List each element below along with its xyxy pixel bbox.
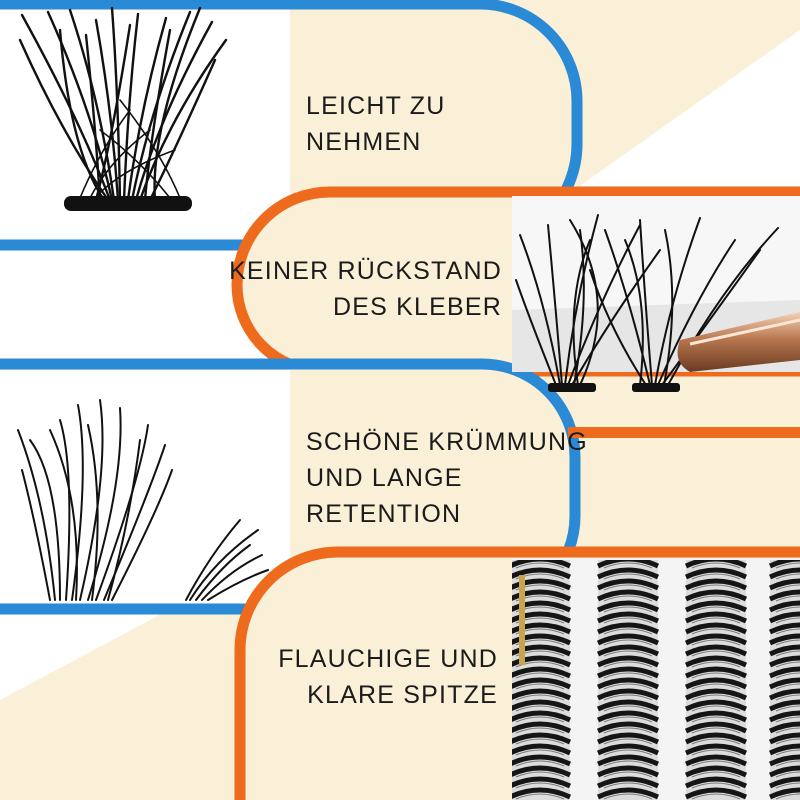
orange-strip <box>568 427 800 438</box>
caption-line: SCHÖNE KRÜMMUNG <box>306 428 588 456</box>
lash-curved-fan-icon <box>17 399 269 601</box>
lash-strip-with-tweezers-icon <box>512 196 800 392</box>
caption-line: KEINER RÜCKSTAND <box>229 257 502 285</box>
panel-3-image-area <box>0 370 290 604</box>
caption-line: NEHMEN <box>306 128 422 156</box>
caption-line: FLAUCHIGE UND <box>278 645 498 673</box>
white-diagonal <box>560 30 800 200</box>
caption-line: RETENTION <box>306 500 462 528</box>
lash-cluster-straight-icon <box>18 6 228 211</box>
caption-panel-3: SCHÖNE KRÜMMUNG UND LANGE RETENTION <box>306 424 588 532</box>
caption-line: LEICHT ZU <box>306 92 446 120</box>
caption-panel-4: FLAUCHIGE UND KLARE SPITZE <box>278 641 498 713</box>
caption-line: UND LANGE <box>306 464 463 492</box>
lash-trays-closeup-icon <box>512 560 800 800</box>
caption-panel-2: KEINER RÜCKSTAND DES KLEBER <box>229 253 502 325</box>
caption-panel-1: LEICHT ZU NEHMEN <box>306 88 446 160</box>
panel-4-border <box>234 546 800 800</box>
caption-line: DES KLEBER <box>332 293 502 321</box>
caption-line: KLARE SPITZE <box>307 681 498 709</box>
